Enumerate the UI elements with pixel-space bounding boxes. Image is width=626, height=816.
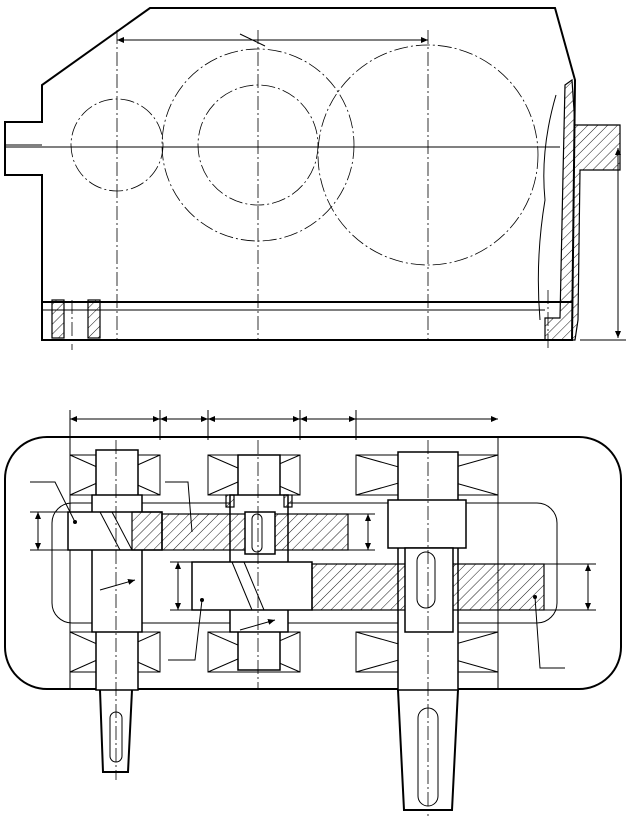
leader-line-2 [165, 481, 193, 533]
bolt-hole-section [51, 299, 65, 339]
intermediate-pinion [191, 561, 313, 611]
leader-line-1 [30, 481, 76, 523]
housing-plan-outline [4, 436, 622, 690]
top-view [4, 410, 622, 816]
housing-outline [4, 7, 577, 341]
input-shaft-extension [99, 689, 133, 773]
keyway-intermediate [251, 513, 263, 553]
flange-section [544, 78, 621, 341]
leader-line-4 [534, 596, 565, 669]
front-view [4, 7, 626, 350]
leader-line-3 [168, 599, 203, 661]
keyway-output [416, 551, 436, 609]
gear-circle-output [317, 44, 539, 266]
